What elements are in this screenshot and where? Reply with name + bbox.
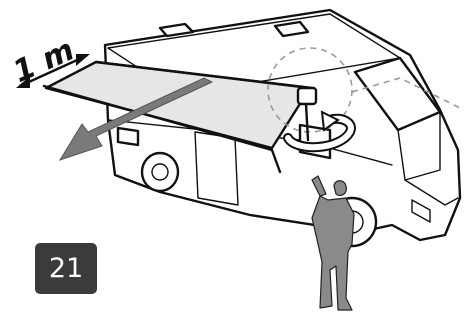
roof-vent bbox=[275, 22, 308, 36]
step-number-badge: 21 bbox=[35, 243, 97, 294]
side-window bbox=[118, 128, 138, 145]
rear-wheel bbox=[142, 153, 178, 191]
